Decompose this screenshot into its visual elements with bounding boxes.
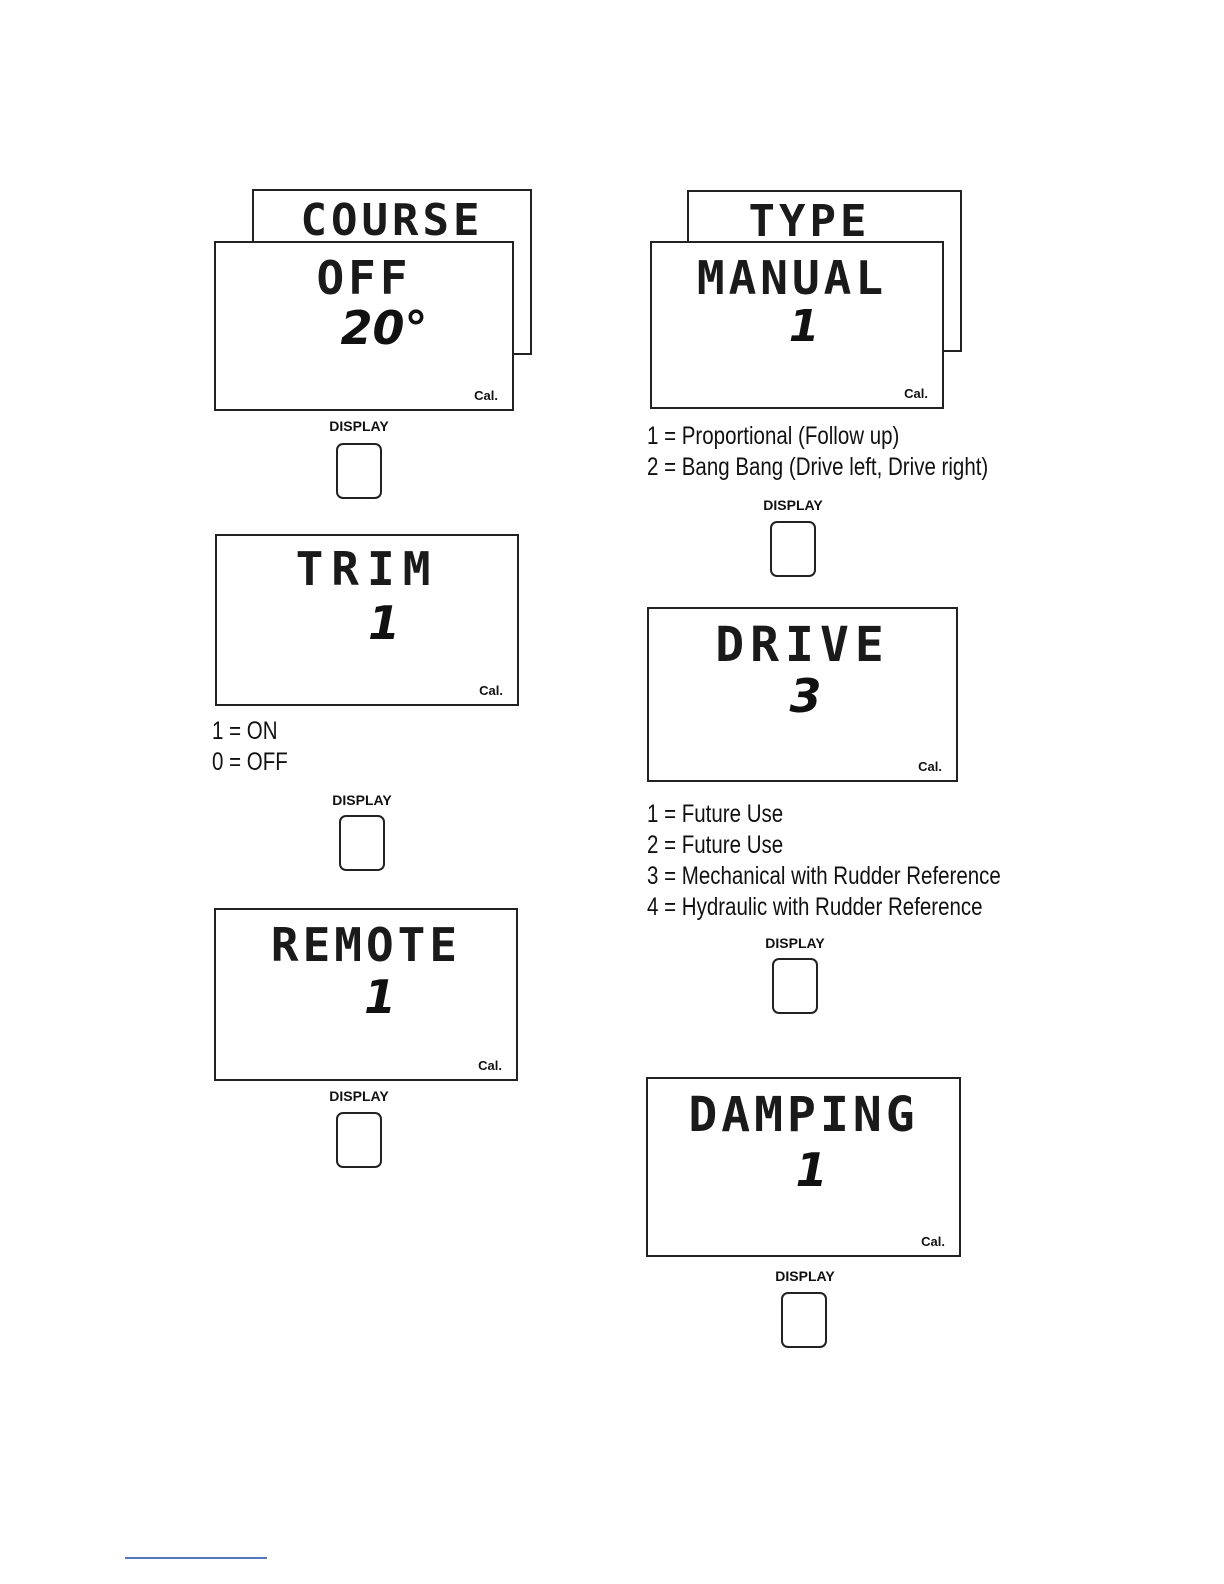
remote-screen: REMOTE 1 Cal. bbox=[214, 908, 518, 1081]
cal-label: Cal. bbox=[921, 1234, 945, 1249]
trim-screen: TRIM 1 Cal. bbox=[215, 534, 519, 706]
display-button[interactable] bbox=[772, 958, 818, 1014]
course-back-label: COURSE bbox=[300, 195, 484, 246]
trim-legend: 1 = ON 0 = OFF bbox=[212, 716, 288, 778]
trim-legend-line: 0 = OFF bbox=[212, 748, 288, 776]
type-legend: 1 = Proportional (Follow up) 2 = Bang Ba… bbox=[647, 421, 988, 483]
course-off-label: OFF bbox=[316, 251, 412, 305]
drive-legend-line: 2 = Future Use bbox=[647, 831, 784, 859]
display-button-label: DISPLAY bbox=[765, 935, 825, 951]
type-manual-value: 1 bbox=[788, 301, 820, 352]
trim-legend-line: 1 = ON bbox=[212, 717, 278, 745]
display-button-label: DISPLAY bbox=[329, 418, 389, 434]
damping-screen: DAMPING 1 Cal. bbox=[646, 1077, 961, 1257]
cal-label: Cal. bbox=[474, 388, 498, 403]
course-off-screen: OFF 20° Cal. bbox=[214, 241, 514, 411]
remote-label: REMOTE bbox=[270, 918, 462, 972]
cal-label: Cal. bbox=[479, 683, 503, 698]
drive-screen: DRIVE 3 Cal. bbox=[647, 607, 958, 782]
display-button[interactable] bbox=[770, 521, 816, 577]
display-button[interactable] bbox=[336, 443, 382, 499]
display-button-label: DISPLAY bbox=[332, 792, 392, 808]
drive-value: 3 bbox=[789, 669, 822, 723]
cal-label: Cal. bbox=[904, 386, 928, 401]
display-button-label: DISPLAY bbox=[763, 497, 823, 513]
drive-legend-line: 4 = Hydraulic with Rudder Reference bbox=[647, 893, 983, 921]
type-legend-line: 1 = Proportional (Follow up) bbox=[647, 422, 900, 450]
damping-value: 1 bbox=[795, 1143, 828, 1197]
footnote-rule bbox=[125, 1557, 267, 1559]
display-button[interactable] bbox=[339, 815, 385, 871]
drive-legend: 1 = Future Use 2 = Future Use 3 = Mechan… bbox=[647, 799, 1001, 923]
trim-label: TRIM bbox=[295, 542, 439, 596]
course-off-value: 20° bbox=[340, 301, 428, 355]
drive-legend-line: 1 = Future Use bbox=[647, 800, 784, 828]
display-button[interactable] bbox=[336, 1112, 382, 1168]
type-legend-line: 2 = Bang Bang (Drive left, Drive right) bbox=[647, 453, 989, 481]
display-button-label: DISPLAY bbox=[775, 1268, 835, 1284]
trim-value: 1 bbox=[367, 596, 400, 650]
drive-legend-line: 3 = Mechanical with Rudder Reference bbox=[647, 862, 1001, 890]
type-back-label: TYPE bbox=[748, 196, 871, 247]
display-button-label: DISPLAY bbox=[329, 1088, 389, 1104]
remote-value: 1 bbox=[363, 970, 396, 1024]
display-button[interactable] bbox=[781, 1292, 827, 1348]
damping-label: DAMPING bbox=[688, 1087, 919, 1143]
type-manual-screen: MANUAL 1 Cal. bbox=[650, 241, 944, 409]
cal-label: Cal. bbox=[918, 759, 942, 774]
cal-label: Cal. bbox=[478, 1058, 502, 1073]
drive-label: DRIVE bbox=[715, 617, 890, 673]
type-manual-label: MANUAL bbox=[696, 251, 888, 305]
